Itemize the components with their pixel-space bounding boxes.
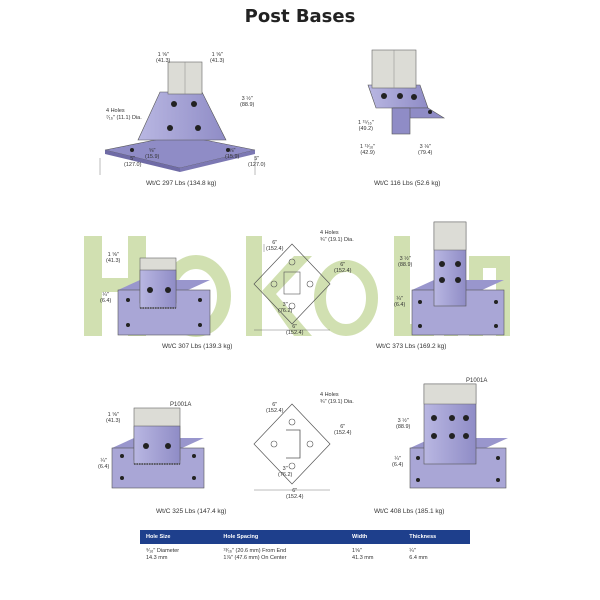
col-hole-spacing: Hole Spacing [217, 530, 347, 544]
col-width: Width [346, 530, 404, 544]
dim-w318: 3 ⅛"(79.4) [418, 144, 433, 156]
part-label-p1001a-right: P1001A [466, 378, 488, 384]
dim-six-bottom-a: 6"(152.4) [286, 324, 304, 336]
spec-table: Hole Size Hole Spacing Width Thickness ⁹… [140, 530, 470, 566]
page-title: Post Bases [244, 6, 356, 27]
post-base-7-plan [253, 403, 331, 491]
col-hole-size: Hole Size [140, 530, 218, 544]
dim-six-side-a: 6"(152.4) [334, 262, 352, 274]
dim-five-right: 5"(127.0) [248, 156, 266, 168]
table-cell: ⁹⁄₁₆" Diameter [146, 548, 180, 554]
table-cell: 1⅞" (47.6 mm) On Center [223, 555, 287, 561]
dim-fiveeighth-left: ⅝"(15.9) [145, 148, 160, 160]
dim-six-bottom-b: 6"(152.4) [286, 488, 304, 500]
dim-width-1: 1 ⅝"(41.3) [156, 52, 171, 64]
post-base-2-drawing [367, 49, 446, 135]
post-base-8-drawing [409, 383, 508, 489]
weight-caption-6: Wt/C 408 Lbs (185.1 kg) [374, 508, 445, 515]
dim-width-6: 1 ⅝"(41.3) [106, 412, 121, 424]
table-cell: ¹³⁄₁₆" (20.6 mm) From End [223, 548, 287, 554]
dim-width-2: 1 ⅝"(41.3) [210, 52, 225, 64]
dim-h1: 1 ¹⁵⁄₁₆"(49.2) [358, 120, 374, 132]
dim-thickness-3: ¼"(6.4) [100, 292, 112, 304]
post-base-5-drawing [411, 221, 505, 336]
table-header-row: Hole Size Hole Spacing Width Thickness [140, 530, 470, 544]
dim-h2: 1 ¹¹⁄₁₆"(42.9) [360, 144, 376, 156]
dim-fiveeighth-right: ⅝"(15.9) [225, 148, 240, 160]
dim-height-8: 3 ½"(88.9) [396, 418, 411, 430]
table-cell: 14.3 mm [146, 555, 168, 561]
dim-thickness-5: ¼"(6.4) [394, 296, 406, 308]
dim-three-b: 3"(76.2) [278, 466, 293, 478]
dim-six-side-b: 6"(152.4) [334, 424, 352, 436]
col-thickness: Thickness [403, 530, 470, 544]
table-cell: ¼" [409, 548, 416, 554]
dim-height-5: 3 ½"(88.9) [398, 256, 413, 268]
table-cell: 1⅝" [352, 548, 362, 554]
dim-six-plan-a: 6"(152.4) [266, 240, 284, 252]
post-base-3-drawing [117, 257, 211, 336]
post-base-4-plan [253, 243, 331, 331]
post-base-6-drawing [111, 407, 205, 489]
post-base-1-drawing [99, 61, 256, 175]
dim-three-a: 3"(76.2) [278, 302, 293, 314]
dim-five-left: 5"(127.0) [124, 156, 142, 168]
weight-caption-2: Wt/C 116 Lbs (52.6 kg) [374, 180, 441, 187]
dim-thickness-8: ¼"(6.4) [392, 456, 404, 468]
table-row: ⁹⁄₁₆" Diameter 14.3 mm ¹³⁄₁₆" (20.6 mm) … [140, 544, 470, 566]
weight-caption-4: Wt/C 373 Lbs (169.2 kg) [376, 343, 447, 350]
dim-thickness-6: ¼"(6.4) [98, 458, 110, 470]
dim-width-3: 1 ⅝"(41.3) [106, 252, 121, 264]
weight-caption-3: Wt/C 307 Lbs (139.3 kg) [162, 343, 233, 350]
weight-caption-5: Wt/C 325 Lbs (147.4 kg) [156, 508, 227, 515]
dim-height-1: 3 ½"(88.9) [240, 96, 255, 108]
dim-six-plan-b: 6"(152.4) [266, 402, 284, 414]
weight-caption-1: Wt/C 297 Lbs (134.8 kg) [146, 180, 217, 187]
table-cell: 6.4 mm [409, 555, 428, 561]
table-cell: 41.3 mm [352, 555, 374, 561]
part-label-p1001a-left: P1001A [170, 402, 192, 408]
